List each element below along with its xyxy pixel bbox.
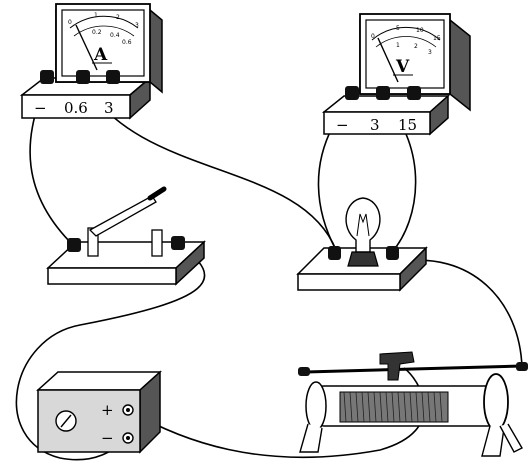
voltmeter-scale-arc <box>371 26 441 41</box>
lamp-bulb <box>345 197 381 253</box>
voltmeter-base-front <box>323 111 431 135</box>
voltmeter-scale-5: 5 <box>396 25 400 32</box>
rheostat-leg-left <box>299 423 323 453</box>
ammeter-symbol: A <box>93 45 108 65</box>
voltmeter-terminal-15[interactable] <box>407 86 421 100</box>
lamp-socket <box>347 251 379 267</box>
switch-terminal-left[interactable] <box>67 238 81 252</box>
ammeter-base-front <box>21 94 131 119</box>
supply-plus-label: + <box>101 401 114 419</box>
lamp-holder <box>296 197 428 292</box>
power-supply: + − <box>36 370 162 454</box>
ammeter-label-3: 3 <box>104 99 114 117</box>
switch-base-front <box>47 267 177 285</box>
rheostat <box>298 351 528 457</box>
supply-front <box>37 389 141 453</box>
wire-switch-supply <box>15 243 206 461</box>
ammeter-scale-1: 1 <box>94 12 98 19</box>
ammeter-terminal-3[interactable] <box>106 70 120 84</box>
switch-blade[interactable] <box>88 195 157 237</box>
ammeter-scale-inner-1: 0.4 <box>110 32 120 39</box>
ammeter-needle <box>75 24 98 71</box>
supply-terminal-minus-dot <box>126 436 130 440</box>
ammeter-scale-inner-2: 0.6 <box>122 39 132 46</box>
ammeter-label-neg: − <box>34 99 47 117</box>
ammeter-scale-0: 0 <box>68 19 72 26</box>
voltmeter-label-3: 3 <box>370 116 380 134</box>
rheostat-windings <box>343 391 443 423</box>
voltmeter-dial <box>365 19 445 89</box>
voltmeter-scale-inner-1: 1 <box>396 42 400 49</box>
rheostat-end-right <box>483 373 509 431</box>
lamp-terminal-left[interactable] <box>328 246 341 260</box>
voltmeter-label-15: 15 <box>398 116 417 134</box>
voltmeter-needle <box>377 37 399 83</box>
rheostat-rail <box>305 364 523 374</box>
ammeter-terminals <box>40 70 120 84</box>
supply-knob-mark <box>60 414 72 428</box>
supply-top <box>36 371 162 391</box>
rheostat-leg-right-2 <box>499 423 523 453</box>
lamp-filament <box>356 213 370 237</box>
voltmeter-scale-inner-3: 3 <box>428 49 432 56</box>
ammeter-terminal-neg[interactable] <box>40 70 54 84</box>
supply-minus-label: − <box>101 429 114 447</box>
lamp-base-front <box>297 273 401 291</box>
switch-clip <box>151 229 163 257</box>
rheostat-terminal-right[interactable] <box>516 362 528 371</box>
voltmeter-scale-inner-2: 2 <box>414 43 418 50</box>
voltmeter-terminal-neg[interactable] <box>345 86 359 100</box>
ammeter-terminal-0-6[interactable] <box>76 70 90 84</box>
voltmeter-symbol: V <box>395 57 410 77</box>
voltmeter-label-neg: − <box>336 116 349 134</box>
ammeter-scale-arc <box>69 15 139 29</box>
switch-terminal-right[interactable] <box>171 236 185 250</box>
switch-handle[interactable] <box>147 186 167 201</box>
wire-lamp-rheostat <box>397 259 523 369</box>
knife-switch <box>46 186 206 286</box>
voltmeter-inner-arc <box>375 36 437 48</box>
rheostat-terminal-left[interactable] <box>298 367 310 376</box>
voltmeter: 0 5 10 15 1 2 3 V − 3 15 <box>321 13 471 136</box>
voltmeter-terminal-3[interactable] <box>376 86 390 100</box>
ammeter-dial <box>61 9 145 77</box>
supply-terminal-plus-dot <box>126 408 130 412</box>
ammeter: 0 1 2 3 0.2 0.4 0.6 A − 0.6 3 <box>19 3 163 120</box>
rheostat-end-left <box>305 381 327 431</box>
voltmeter-scale-10: 10 <box>416 27 424 34</box>
voltmeter-terminals <box>345 86 421 100</box>
voltmeter-scale-0: 0 <box>371 33 375 40</box>
ammeter-scale-2: 2 <box>116 14 120 21</box>
rheostat-slider[interactable] <box>379 351 415 381</box>
ammeter-scale-3: 3 <box>135 22 139 29</box>
rheostat-leg-right <box>481 425 505 457</box>
voltmeter-scale-15: 15 <box>433 35 441 42</box>
ammeter-scale-inner-0: 0.2 <box>92 29 102 36</box>
lamp-terminal-right[interactable] <box>386 246 399 260</box>
ammeter-label-0-6: 0.6 <box>64 99 88 117</box>
